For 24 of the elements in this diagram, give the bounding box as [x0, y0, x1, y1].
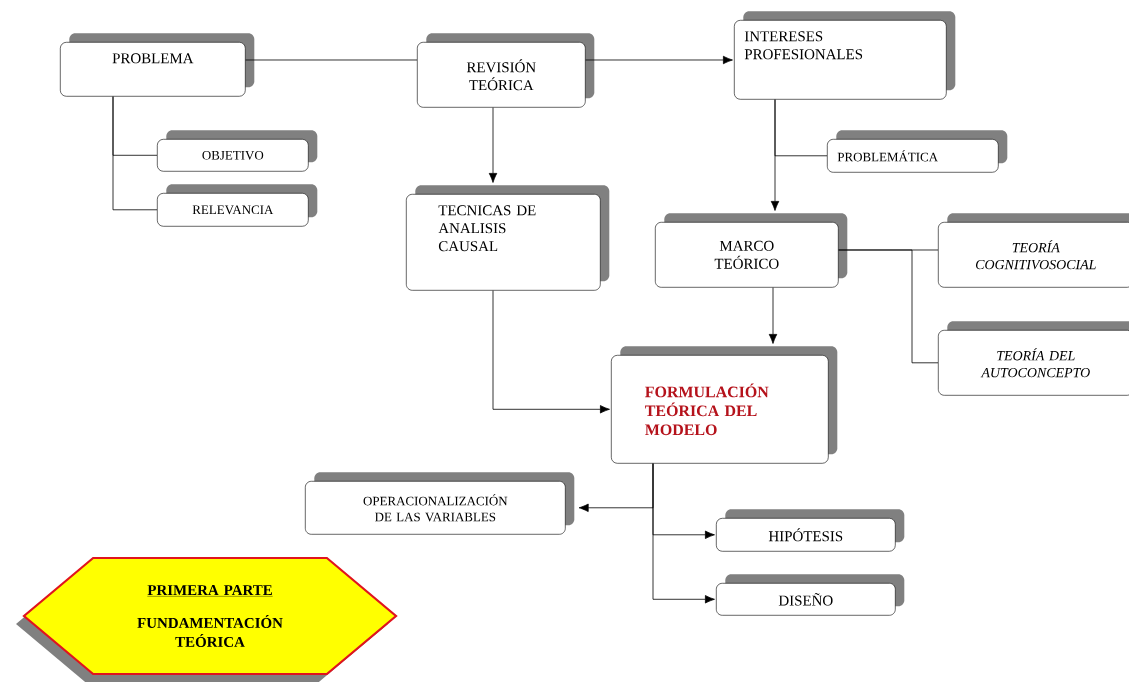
text-box: OPERACIONALIZACIÓN DE LAS VARIABLES — [305, 472, 575, 535]
text-box: INTERESES PROFESIONALES — [734, 11, 956, 100]
text-box: MARCO TEÓRICO — [655, 213, 848, 288]
arrow — [488, 107, 498, 183]
text-box: PROBLEMA — [60, 33, 255, 97]
connector-line — [838, 249, 939, 364]
text-box: RELEVANCIA — [157, 184, 318, 227]
text-box: OBJETIVO — [157, 130, 318, 172]
text-box: HIPÓTESIS — [716, 509, 905, 552]
text-box: TEORÍA DEL AUTOCONCEPTO — [938, 321, 1129, 396]
text-box: REVISIÓN TEÓRICA — [417, 33, 595, 108]
text-box: DISEÑO — [716, 574, 905, 616]
text-box: FORMULACIÓN TEÓRICA DEL MODELO — [611, 346, 838, 464]
text-box: TEORÍA COGNITIVOSOCIAL — [938, 213, 1129, 288]
text-box: TECNICAS DE ANALISIS CAUSAL — [406, 185, 610, 291]
arrow — [770, 99, 780, 211]
connector-line — [112, 96, 158, 211]
arrow — [492, 290, 610, 414]
connector-line — [245, 59, 418, 61]
text-box: PROBLEMÁTICA — [827, 130, 1008, 173]
arrow — [768, 287, 778, 344]
arrow — [585, 55, 733, 65]
hexagon-banner: PRIMERA PARTE FUNDAMENTACIÓN TEÓRICA — [16, 556, 398, 682]
arrow — [652, 463, 715, 604]
